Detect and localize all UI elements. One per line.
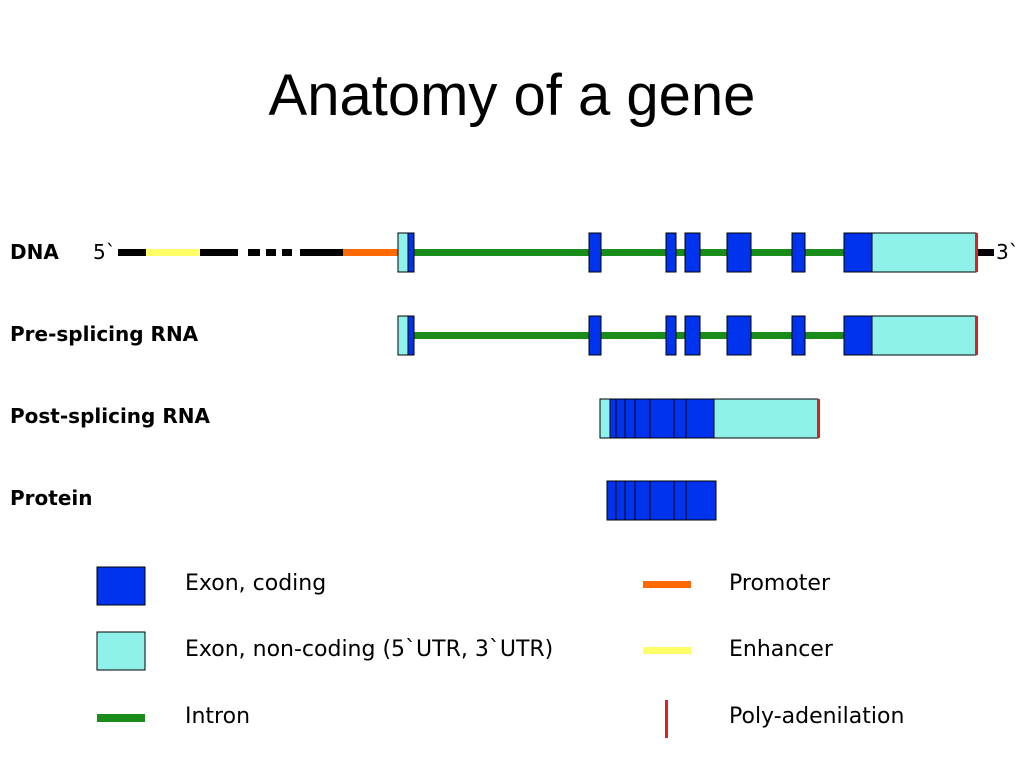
protein: [606, 480, 717, 521]
dna-segment: [200, 249, 238, 256]
polya-mark: [975, 316, 978, 355]
row-label-pre-splicing-rna: Pre-splicing RNA: [10, 322, 199, 346]
legend-swatch-enhancer: [643, 647, 691, 654]
exon-coding: [615, 480, 626, 521]
exon-coding: [726, 315, 752, 356]
legend-label-polya: Poly-adenilation: [729, 704, 905, 729]
exon-coding: [588, 232, 602, 273]
dna-exons: [397, 232, 978, 273]
polya-mark: [817, 399, 820, 438]
row-label-post-splicing-rna: Post-splicing RNA: [10, 404, 210, 428]
dna-segment: [977, 249, 994, 256]
pre-splicing-rna: [397, 315, 978, 356]
exon-coding: [615, 398, 626, 439]
legend-swatch-promoter: [643, 581, 691, 588]
exon-noncoding-3utr: [871, 315, 977, 356]
legend-swatch-intron: [97, 714, 145, 722]
exon-noncoding-5utr: [599, 398, 611, 439]
exon-noncoding-3utr: [713, 398, 819, 439]
legend-swatch-polya: [665, 700, 668, 738]
exon-coding: [609, 398, 617, 439]
exon-coding: [685, 480, 717, 521]
exon-noncoding-3utr: [871, 232, 977, 273]
promoter-segment: [343, 249, 399, 256]
post-splicing-rna: [599, 398, 820, 439]
exon-coding: [407, 232, 415, 273]
exon-coding: [588, 315, 602, 356]
five-prime-label: 5`: [93, 240, 116, 264]
exon-coding: [684, 315, 701, 356]
dna-dash: [266, 249, 276, 256]
exon-coding: [606, 480, 617, 521]
row-label-dna: DNA: [10, 240, 59, 264]
exon-coding: [843, 315, 873, 356]
exon-coding: [685, 398, 715, 439]
exon-coding: [624, 398, 636, 439]
exon-coding: [684, 232, 701, 273]
dna-segment: [118, 249, 146, 256]
legend-label-enhancer: Enhancer: [729, 637, 833, 662]
dna-dash: [248, 249, 260, 256]
exon-coding: [649, 398, 675, 439]
exon-coding: [624, 480, 636, 521]
dna-backbone: [118, 249, 994, 256]
intron-line: [408, 249, 844, 256]
dna-dash: [282, 249, 292, 256]
exon-coding: [649, 480, 675, 521]
exon-coding: [673, 398, 687, 439]
legend-label-intron: Intron: [185, 704, 251, 729]
legend-label-exon-coding: Exon, coding: [185, 571, 327, 596]
exon-coding: [665, 315, 677, 356]
legend: [96, 566, 691, 738]
exon-coding: [791, 315, 806, 356]
exon-coding: [791, 232, 806, 273]
legend-swatch-exon-noncoding: [96, 631, 146, 671]
polya-mark: [975, 233, 978, 272]
exon-noncoding-5utr: [397, 232, 409, 273]
intron-line: [408, 332, 844, 339]
exon-coding: [726, 232, 752, 273]
legend-swatch-exon-coding: [96, 566, 146, 606]
exon-coding: [673, 480, 687, 521]
exon-coding: [843, 232, 873, 273]
three-prime-label: 3`: [996, 240, 1019, 264]
enhancer-segment: [146, 249, 200, 256]
legend-label-exon-noncoding: Exon, non-coding (5`UTR, 3`UTR): [185, 637, 554, 662]
legend-label-promoter: Promoter: [729, 571, 830, 596]
exon-coding: [634, 398, 651, 439]
exon-coding: [634, 480, 651, 521]
row-label-protein: Protein: [10, 486, 93, 510]
exon-coding: [665, 232, 677, 273]
page-title: Anatomy of a gene: [268, 63, 756, 128]
exon-noncoding-5utr: [397, 315, 409, 356]
exon-coding: [407, 315, 415, 356]
dna-segment: [300, 249, 343, 256]
